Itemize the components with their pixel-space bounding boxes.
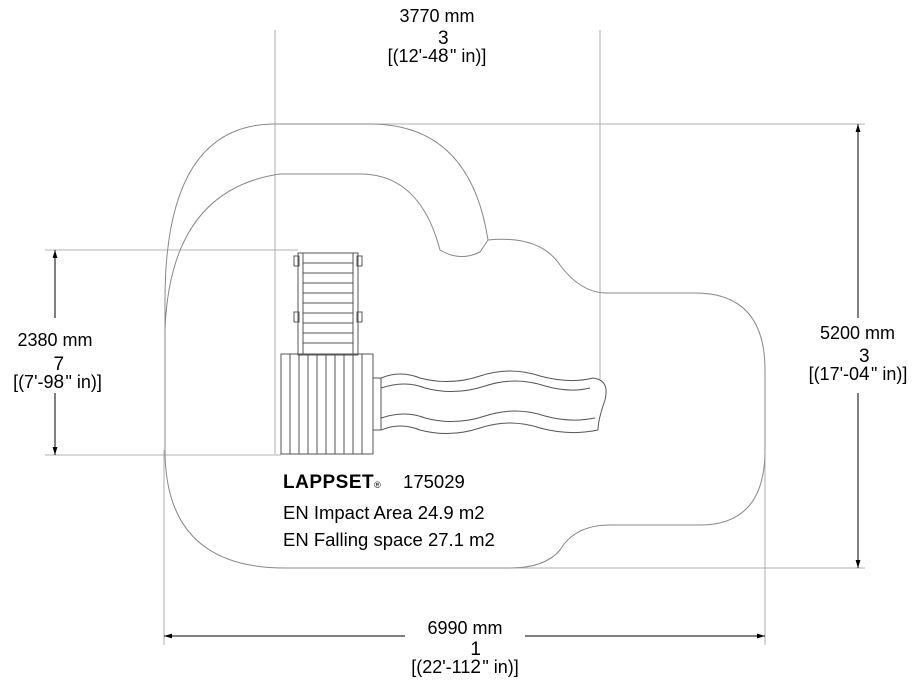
product-info: LAPPSET® 175029 EN Impact Area 24.9 m2 E…	[283, 468, 495, 553]
left-dimension-metric: 2380 mm	[17, 330, 93, 350]
registered-mark: ®	[374, 480, 381, 490]
brand-logo: LAPPSET	[283, 472, 375, 493]
dimension-lines	[52, 124, 861, 639]
ladder	[293, 252, 363, 356]
falling-space-outline	[164, 123, 766, 569]
platform	[280, 353, 374, 455]
falling-space-text: EN Falling space 27.1 m2	[283, 529, 495, 550]
brand-line: LAPPSET® 175029	[283, 468, 495, 499]
top-dimension-metric: 3770 mm	[399, 6, 475, 26]
impact-area-text: EN Impact Area 24.9 m2	[283, 502, 485, 523]
impact-area-outline	[280, 173, 489, 257]
product-code: 175029	[403, 471, 465, 492]
bottom-dimension-metric: 6990 mm	[427, 618, 503, 638]
wave-slide	[372, 370, 607, 434]
right-dimension-metric: 5200 mm	[819, 323, 896, 343]
impact-area-inner-left	[164, 173, 281, 331]
extension-lines	[45, 30, 865, 645]
